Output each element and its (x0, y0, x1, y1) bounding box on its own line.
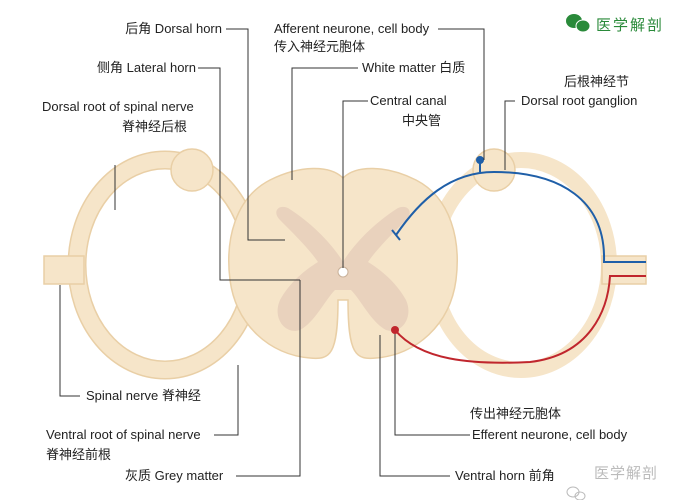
label-grey-matter: 灰质 Grey matter (125, 468, 224, 483)
label-central-canal-en: Central canal (370, 93, 447, 108)
label-efferent-en: Efferent neurone, cell body (472, 427, 628, 442)
label-ganglion-en: Dorsal root ganglion (521, 93, 638, 108)
central-canal (337, 266, 349, 278)
watermark-wechat-icon (566, 486, 586, 500)
label-central-canal-zh: 中央管 (402, 113, 442, 128)
watermark-text: 医学解剖 (594, 465, 659, 482)
label-dorsal-root-zh: 脊神经后根 (122, 119, 188, 134)
label-efferent-zh: 传出神经元胞体 (470, 406, 562, 421)
label-ventral-horn: Ventral horn 前角 (455, 468, 555, 483)
left-dorsal-root-ganglion (170, 148, 214, 192)
left-nerve-ring-fill (69, 152, 261, 378)
label-spinal-nerve: Spinal nerve 脊神经 (86, 388, 201, 403)
logo-text: 医学解剖 (596, 17, 665, 34)
right-spinal-nerve (601, 255, 647, 285)
label-ganglion-zh: 后根神经节 (564, 74, 630, 89)
left-spinal-nerve (43, 255, 85, 285)
label-afferent-zh: 传入神经元胞体 (274, 39, 366, 54)
efferent-cell-body (391, 326, 399, 334)
leader-lines (59, 28, 515, 477)
label-dorsal-horn: 后角 Dorsal horn (125, 21, 222, 36)
afferent-neurone (395, 170, 646, 263)
label-dorsal-root-en: Dorsal root of spinal nerve (42, 99, 194, 114)
label-ventral-root-en: Ventral root of spinal nerve (46, 427, 201, 442)
label-ventral-root-zh: 脊神经前根 (46, 447, 112, 462)
label-lateral-horn: 侧角 Lateral horn (97, 60, 196, 75)
wechat-icon (566, 14, 591, 33)
label-white-matter: White matter 白质 (362, 60, 466, 75)
efferent-neurone (394, 275, 646, 364)
afferent-terminal (391, 229, 401, 241)
label-afferent-en: Afferent neurone, cell body (274, 21, 430, 36)
